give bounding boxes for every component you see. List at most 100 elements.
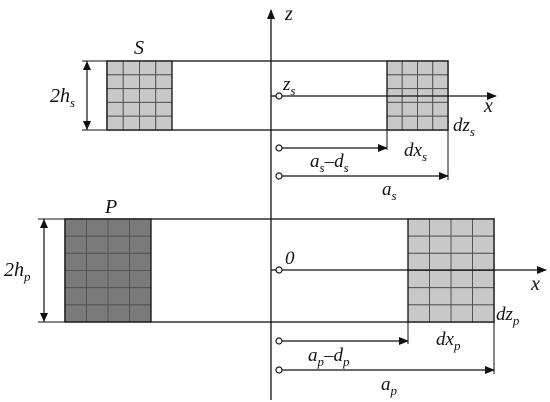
coil-p-left-cell [107,287,130,306]
coil-s-left-cell [155,115,173,131]
coil-p-right-cell [472,270,495,289]
coil-s-right-cell [432,60,449,76]
coil-p-dx-label: dxp [436,329,461,353]
coil-s-right-cell [386,101,403,117]
coil-p-left-cell [86,270,109,289]
coil-s-right-cell [417,74,434,90]
coil-s-left-cell [139,74,157,90]
coil-p-left-winding [64,218,152,323]
coil-s-right-cell [417,101,434,117]
coil-s-left-cell-border [106,60,173,131]
coil-p-inner-dim-label: ap–dp [308,345,350,369]
coil-s-outer-dim-start [275,172,283,180]
coil-s-inner-dim-label: as–ds [310,151,349,175]
coil-p-inner-dim-start [275,337,283,345]
z-axis-label: z [284,3,293,25]
coil-s-right-cell [386,74,403,90]
coil-s-left-cell [122,115,140,131]
coil-p-x-axis-label: x [530,273,540,295]
coil-p-right-cell [472,287,495,306]
coil-s-inner-dim-start [275,144,283,152]
coil-p-right-cell [429,304,452,323]
coil-p-left-cell [107,235,130,254]
coil-p-left-cell [64,304,87,323]
coil-s-left-cell [106,60,124,76]
coil-p: P 2hp x 0 dzp dxp ap–dp ap [4,196,547,398]
coil-s-left-cell [155,101,173,117]
coil-p-left-cell [129,304,152,323]
coil-p-right-cell [407,252,430,271]
coil-p-left-cell [64,218,87,237]
coil-p-left-cell [86,252,109,271]
coil-s-left-cell [122,74,140,90]
coil-p-height-label: 2hp [4,259,31,284]
coil-s-name: S [134,37,144,59]
coil-s-left-cell [155,60,173,76]
coil-s-right-cell [401,115,418,131]
coil-s-right-cell [432,101,449,117]
coil-p-right-cell [472,235,495,254]
coil-s-left-cell [139,115,157,131]
coil-p-origin-point [275,266,283,274]
coil-s-right-cell [386,60,403,76]
coil-p-left-cell [64,270,87,289]
coil-p-right-cell [429,252,452,271]
coil-p-right-cell [472,304,495,323]
coil-s-left-cell [155,88,173,103]
coil-s-height-arrow-top [83,61,91,70]
coil-s-height-label: 2hs [50,85,75,110]
coil-p-origin-label: 0 [285,248,295,269]
coil-p-left-cell [129,218,152,237]
coil-p-right-cell [450,287,473,306]
coil-p-left-cell [86,287,109,306]
coil-p-right-cell [407,235,430,254]
coil-p-left-cell [107,270,130,289]
coil-s-right-cell [417,115,434,131]
coil-p-right-cell [472,218,495,237]
coil-p-right-cell [429,287,452,306]
coil-p-left-cell [107,218,130,237]
coil-p-left-cell [129,252,152,271]
coil-p-right-cell [407,287,430,306]
coil-p-right-cell [450,252,473,271]
coil-p-left-cell [86,218,109,237]
coil-s-right-cell [401,101,418,117]
coil-p-height-arrow-bottom [40,313,48,322]
coil-s-x-axis-label: x [483,95,493,117]
coil-p-left-cell [129,287,152,306]
coil-p-left-cell [107,304,130,323]
coil-p-outer-dim-label: ap [381,374,398,398]
coil-s-left-cell [139,101,157,117]
coil-s-left-cell [106,74,124,90]
coil-p-right-cell [407,270,430,289]
coil-s-dx-label: dxs [404,140,427,164]
coil-p-right-cell [429,270,452,289]
coil-s-right-cell [401,74,418,90]
coil-p-right-cell [450,304,473,323]
coil-s-left-cell [122,101,140,117]
coil-p-left-cell [64,287,87,306]
coil-s-right-cell [417,60,434,76]
coil-p-right-cell [407,218,430,237]
coil-p-right-cell [429,235,452,254]
coil-p-outer-dim-start [275,366,283,374]
coil-s-left-cell [122,88,140,103]
coil-s-left-cell [155,74,173,90]
coil-s-left-cell [106,88,124,103]
coil-s-left-cell [139,88,157,103]
coil-p-left-cell [129,270,152,289]
coil-s-right-cell [432,115,449,131]
coil-p-left-cell [64,252,87,271]
coil-p-left-cell [107,252,130,271]
coil-s-left-cell [139,60,157,76]
coil-s-outer-dim-label: as [382,179,397,203]
coil-s-left-cell [106,101,124,117]
coil-s-right-cell [401,60,418,76]
coil-s-left-winding [106,60,173,131]
coil-p-left-cell-border [64,218,152,323]
coil-s-right-winding [386,60,449,131]
coil-p-left-cell [129,235,152,254]
coil-s-left-cell [106,115,124,131]
coil-p-dz-label: dzp [496,304,520,328]
